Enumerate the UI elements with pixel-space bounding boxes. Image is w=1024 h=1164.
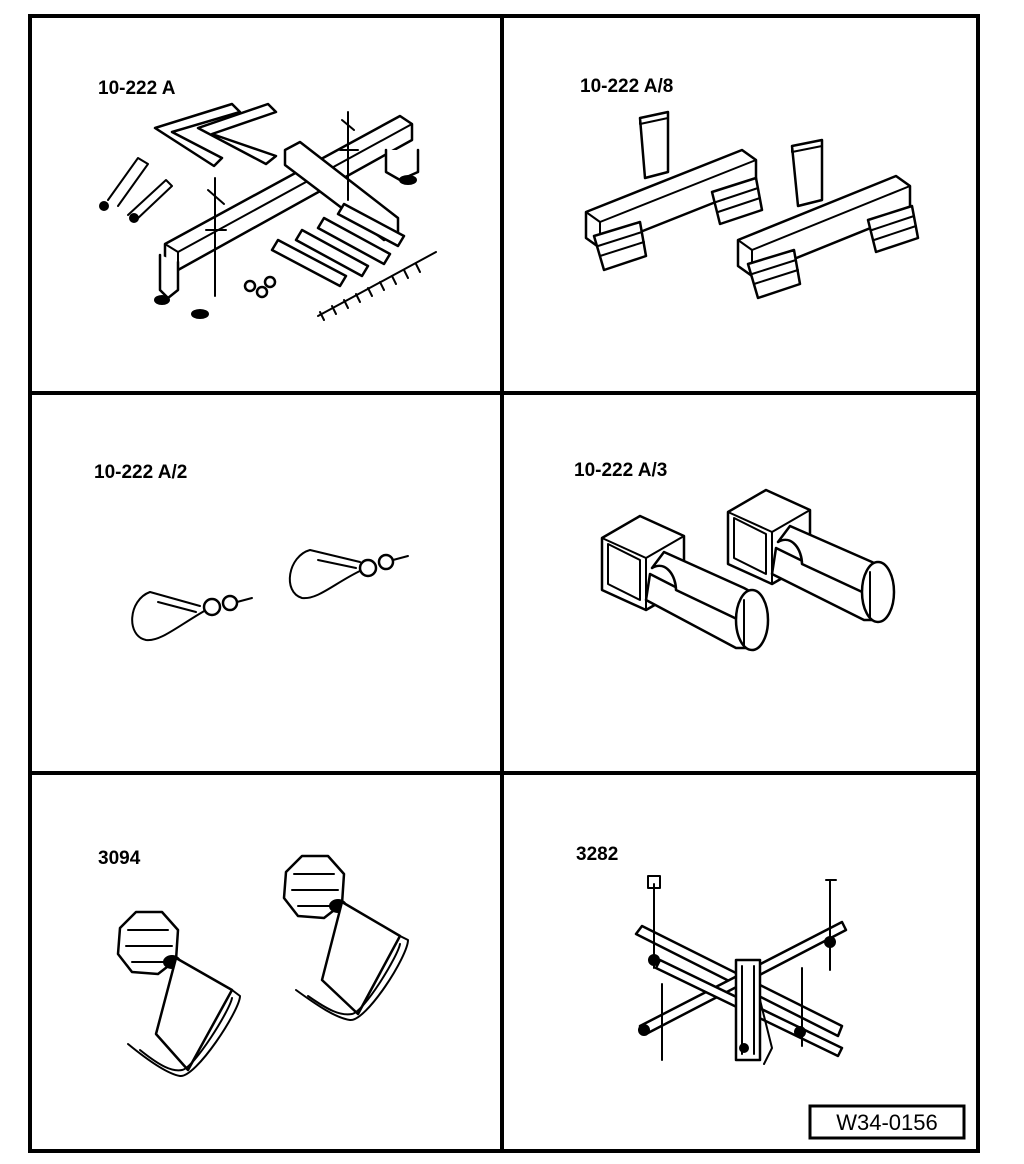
hose-clamp-pair-icon [116,854,409,1077]
support-bracket-pair-icon [584,110,920,300]
panel-label: 10-222 A/2 [94,462,187,483]
engine-support-bridge-icon [99,102,437,321]
panel-label: 10-222 A/8 [580,76,673,97]
panel-3094: 3094 [98,848,409,1077]
panel-label: 3282 [576,844,618,865]
panel-10-222-a-8: 10-222 A/8 [580,76,920,300]
panel-10-222-a-2: 10-222 A/2 [94,462,409,642]
reference-box [808,1104,966,1140]
panel-3282: 3282 W34-0156 [576,844,966,1140]
adapter-pair-icon [600,488,896,652]
hook-pair-icon [131,549,409,642]
panel-label: 3094 [98,848,141,869]
panel-label: 10-222 A/3 [574,460,667,481]
panel-label: 10-222 A [98,78,176,99]
reference-number: W34-0156 [836,1110,938,1135]
panel-10-222-a: 10-222 A [98,78,437,321]
holding-fixture-icon [634,875,848,1065]
panel-10-222-a-3: 10-222 A/3 [574,460,896,652]
